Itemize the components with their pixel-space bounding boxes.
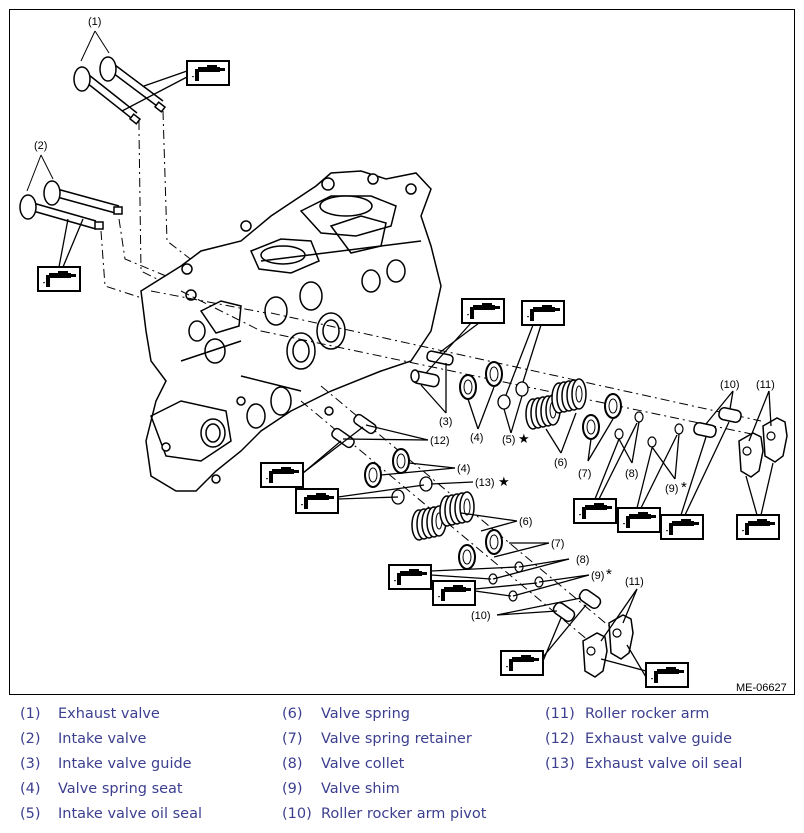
legend-label: Roller rocker arm pivot <box>321 806 487 822</box>
oil-can-icon <box>37 266 81 292</box>
callout-6-intake: (6) <box>554 457 567 469</box>
callout-11-exhaust: (11) <box>625 576 644 588</box>
legend-item: (4) Valve spring seat <box>20 781 183 797</box>
legend-number: (3) <box>20 756 41 772</box>
callout-7-exhaust: (7) <box>551 538 564 550</box>
cylinder-head <box>140 170 442 492</box>
legend-label: Exhaust valve guide <box>585 731 733 747</box>
callout-7-intake: (7) <box>578 468 591 480</box>
callout-13: (13) <box>475 477 495 489</box>
legend-item: (1) Exhaust valve <box>20 706 160 722</box>
callout-2: (2) <box>34 140 47 152</box>
callout-5: (5) <box>502 434 515 446</box>
oil-can-icon <box>432 580 476 606</box>
callout-12: (12) <box>430 435 450 447</box>
oil-can-icon <box>573 498 617 524</box>
legend-number: (6) <box>282 706 303 722</box>
legend-label: Valve spring retainer <box>321 731 472 747</box>
exhaust-valve-guides <box>331 413 377 449</box>
valve-spring-seats <box>459 361 503 400</box>
oil-can-icon <box>260 462 304 488</box>
callout-9-exhaust: (9) <box>591 570 604 582</box>
valve-springs-exhaust <box>411 491 475 541</box>
legend-label: Exhaust valve oil seal <box>585 756 743 772</box>
callout-3: (3) <box>439 416 452 428</box>
legend-number: (1) <box>20 706 41 722</box>
oil-can-icon <box>617 507 661 533</box>
legend-number: (5) <box>20 806 41 822</box>
intake-valve-oil-seals <box>497 381 529 410</box>
legend-item: (10) Roller rocker arm pivot <box>282 806 486 822</box>
callout-6-exhaust: (6) <box>519 516 532 528</box>
legend-item: (13) Exhaust valve oil seal <box>545 756 742 772</box>
oil-can-icon <box>461 298 505 324</box>
legend-number: (13) <box>545 756 575 772</box>
legend-item: (11) Roller rocker arm <box>545 706 709 722</box>
legend-number: (8) <box>282 756 303 772</box>
legend-item: (3) Intake valve guide <box>20 756 192 772</box>
valve-collets-intake <box>614 411 644 440</box>
callout-11-intake: (11) <box>756 379 775 391</box>
callout-4-intake: (4) <box>470 432 483 444</box>
star-mark: ★ <box>498 474 510 489</box>
legend-label: Intake valve guide <box>58 756 192 772</box>
callout-4-exhaust: (4) <box>457 463 470 475</box>
callout-8-exhaust: (8) <box>576 554 589 566</box>
legend-number: (7) <box>282 731 303 747</box>
valve-springs-intake <box>525 378 587 430</box>
legend-number: (9) <box>282 781 303 797</box>
legend-item: (12) Exhaust valve guide <box>545 731 732 747</box>
diagram-canvas: (1) (2) <box>19 16 788 694</box>
callout-10-intake: (10) <box>720 379 740 391</box>
callout-1: (1) <box>88 16 101 28</box>
parts-legend: (1) Exhaust valve (2) Intake valve (3) Intake… <box>0 700 804 833</box>
oil-can-icon <box>521 300 565 326</box>
valve-spring-seats-exhaust <box>364 448 410 488</box>
legend-label: Exhaust valve <box>58 706 160 722</box>
figure-code: ME-06627 <box>736 682 787 694</box>
oil-can-icon <box>295 488 339 514</box>
legend-label: Valve collet <box>321 756 405 772</box>
legend-number: (10) <box>282 806 312 822</box>
callout-8-intake: (8) <box>625 468 638 480</box>
oil-can-icon <box>388 564 432 590</box>
oil-can-icon <box>736 514 780 540</box>
legend-item: (5) Intake valve oil seal <box>20 806 202 822</box>
legend-label: Valve shim <box>321 781 400 797</box>
oil-can-icon <box>660 514 704 540</box>
asterisk-mark: * <box>606 566 612 583</box>
legend-item: (6) Valve spring <box>282 706 410 722</box>
legend-number: (12) <box>545 731 575 747</box>
legend-label: Intake valve oil seal <box>58 806 202 822</box>
oil-can-icon <box>186 60 230 86</box>
legend-label: Intake valve <box>58 731 147 747</box>
intake-valve-guides <box>410 350 454 388</box>
oil-can-icon <box>500 650 544 676</box>
callout-10-exhaust: (10) <box>471 610 491 622</box>
legend-item: (7) Valve spring retainer <box>282 731 472 747</box>
legend-number: (2) <box>20 731 41 747</box>
exploded-diagram: (1) (2) <box>9 9 795 695</box>
roller-rocker-arms-intake <box>738 417 788 478</box>
legend-label: Valve spring <box>321 706 410 722</box>
roller-rocker-arms-exhaust <box>582 614 634 678</box>
legend-number: (4) <box>20 781 41 797</box>
valve-shims-intake <box>647 423 684 448</box>
rocker-arm-pivots-exhaust <box>552 588 602 623</box>
legend-item: (2) Intake valve <box>20 731 146 747</box>
exhaust-valve-oil-seals <box>391 476 433 505</box>
callout-9-intake: (9) <box>665 483 678 495</box>
legend-item: (9) Valve shim <box>282 781 400 797</box>
legend-number: (11) <box>545 706 575 722</box>
exhaust-valves <box>73 56 167 125</box>
legend-label: Roller rocker arm <box>585 706 710 722</box>
legend-label: Valve spring seat <box>58 781 183 797</box>
legend-item: (8) Valve collet <box>282 756 404 772</box>
intake-valves <box>19 180 123 230</box>
asterisk-mark: * <box>681 479 687 496</box>
star-mark: ★ <box>518 431 530 446</box>
oil-can-icon <box>645 662 689 688</box>
